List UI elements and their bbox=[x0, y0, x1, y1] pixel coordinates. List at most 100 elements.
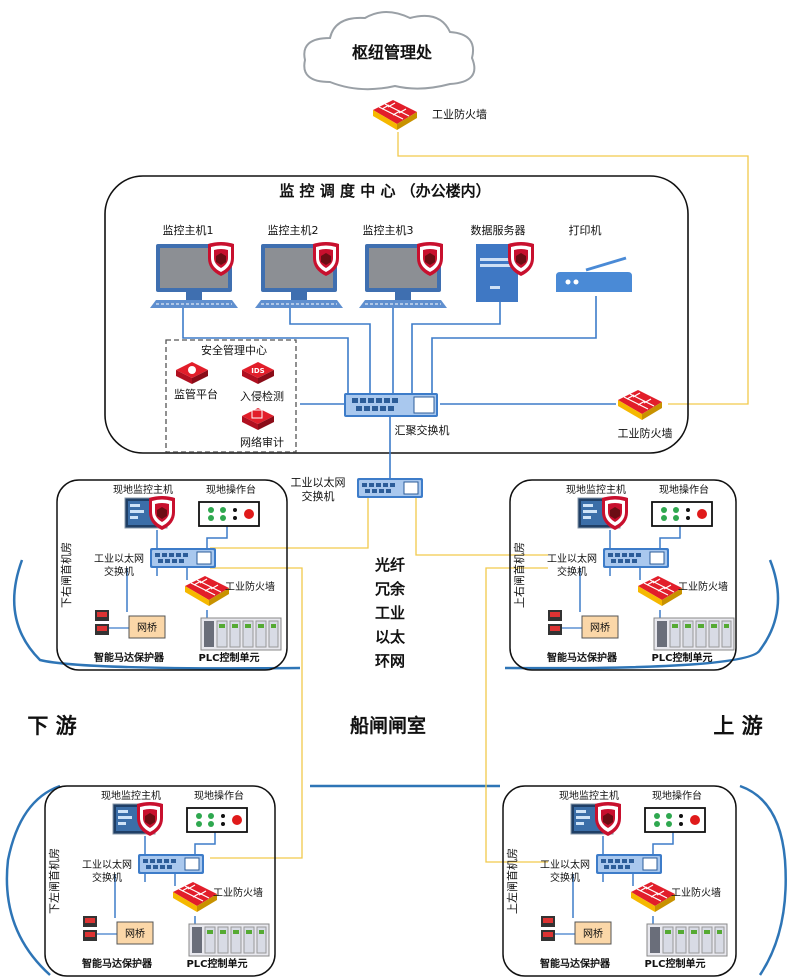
room-firewall-label: 工业防火墙 bbox=[671, 886, 721, 899]
room-plc-label: PLC控制单元 bbox=[198, 651, 259, 664]
intrusion-detection: IDS 入侵检测 bbox=[240, 362, 284, 403]
room-switch-label-2: 交换机 bbox=[550, 871, 580, 884]
room-monitor-host-label: 现地监控主机 bbox=[101, 789, 161, 802]
motor-protector-icon bbox=[548, 610, 562, 635]
bridge-box bbox=[128, 615, 166, 639]
aggregation-switch-label: 汇聚交换机 bbox=[395, 423, 450, 437]
ring-switch-label-1: 工业以太网 bbox=[291, 476, 346, 489]
bridge-box bbox=[574, 921, 612, 945]
bridge-label: 网桥 bbox=[125, 928, 145, 940]
room-network-lines bbox=[126, 524, 228, 618]
firewall-icon bbox=[184, 575, 230, 607]
ring-caption: 光纤 冗余 工业 以太 环网 bbox=[374, 556, 406, 670]
downstream-label: 下 游 bbox=[27, 714, 76, 738]
fiber-ring bbox=[5, 559, 787, 976]
security-center-title: 安全管理中心 bbox=[201, 343, 267, 357]
room-name: 上右闸首机房 bbox=[512, 542, 526, 608]
fiber-links bbox=[210, 132, 749, 863]
motor-protector-icon bbox=[541, 916, 555, 941]
ring-switch-label-2: 交换机 bbox=[302, 489, 335, 503]
switch-icon bbox=[595, 853, 663, 875]
room-plc-label: PLC控制单元 bbox=[644, 957, 705, 970]
room-name: 上左闸首机房 bbox=[505, 848, 519, 914]
bridge-label: 网桥 bbox=[583, 928, 603, 940]
room-switch-label-1: 工业以太网 bbox=[547, 552, 597, 565]
hq-title: 枢纽管理处 bbox=[352, 43, 433, 62]
room-name: 下右闸首机房 bbox=[59, 542, 73, 608]
firewall-icon bbox=[630, 881, 676, 913]
bridge-label: 网桥 bbox=[137, 622, 157, 634]
monitoring-center: 监 控 调 度 中 心 （办公楼内） 监控主机1 监控主机2 监控主机3 bbox=[104, 175, 689, 478]
ring-caption-line: 冗余 bbox=[375, 580, 406, 598]
ring-caption-line: 以太 bbox=[375, 628, 406, 646]
room-network-lines bbox=[572, 830, 674, 924]
room-name: 下左闸首机房 bbox=[47, 848, 61, 914]
ids-label: 入侵检测 bbox=[240, 389, 284, 403]
hq-cloud: 枢纽管理处 bbox=[303, 11, 476, 91]
ring-switch: 工业以太网 交换机 bbox=[291, 476, 424, 503]
platform-label: 监管平台 bbox=[174, 387, 218, 401]
room-motor-label: 智能马达保护器 bbox=[547, 651, 618, 664]
center-firewall-label: 工业防火墙 bbox=[618, 426, 673, 440]
audit-icon bbox=[242, 408, 274, 430]
motor-protector-icon bbox=[83, 916, 97, 941]
room-network-lines bbox=[579, 524, 681, 618]
room-motor-label: 智能马达保护器 bbox=[94, 651, 165, 664]
monitor-host-2: 监控主机2 bbox=[254, 223, 344, 309]
ring-caption-line: 环网 bbox=[375, 652, 405, 670]
room-operator-panel-label: 现地操作台 bbox=[194, 789, 244, 802]
room-network-lines bbox=[114, 830, 216, 924]
room-monitor-host-label: 现地监控主机 bbox=[113, 483, 173, 496]
room-plc-label: PLC控制单元 bbox=[651, 651, 712, 664]
security-management-center: 安全管理中心 监管平台 IDS 入侵检测 bbox=[165, 339, 297, 453]
data-server-label: 数据服务器 bbox=[471, 223, 526, 237]
upstream-label: 上 游 bbox=[713, 714, 762, 738]
operator-panel-icon bbox=[644, 807, 706, 833]
platform-icon bbox=[176, 362, 208, 384]
firewall-icon bbox=[637, 575, 683, 607]
top-firewall: 工业防火墙 bbox=[372, 99, 487, 131]
room-switch-label-2: 交换机 bbox=[92, 871, 122, 884]
motor-protector-icon bbox=[95, 610, 109, 635]
room-plc-label: PLC控制单元 bbox=[186, 957, 247, 970]
host-label: 监控主机2 bbox=[268, 223, 319, 237]
room-switch-label-2: 交换机 bbox=[104, 565, 134, 578]
switch-icon bbox=[344, 393, 438, 417]
plc-icon bbox=[646, 923, 728, 957]
host-label: 监控主机3 bbox=[363, 223, 414, 237]
printer-label: 打印机 bbox=[569, 223, 602, 237]
center-title: 监 控 调 度 中 心 （办公楼内） bbox=[279, 182, 490, 200]
firewall-icon bbox=[172, 881, 218, 913]
aggregation-switch: 汇聚交换机 bbox=[344, 393, 450, 437]
supervision-platform: 监管平台 bbox=[174, 362, 218, 401]
room-operator-panel-label: 现地操作台 bbox=[659, 483, 709, 496]
room-firewall-label: 工业防火墙 bbox=[225, 580, 275, 593]
room-operator-panel-label: 现地操作台 bbox=[652, 789, 702, 802]
operator-panel-icon bbox=[198, 501, 260, 527]
firewall-icon bbox=[372, 99, 418, 131]
ring-caption-line: 光纤 bbox=[374, 556, 405, 574]
room-monitor-host-label: 现地监控主机 bbox=[559, 789, 619, 802]
bridge-box bbox=[581, 615, 619, 639]
data-server: 数据服务器 bbox=[471, 223, 534, 302]
room-motor-label: 智能马达保护器 bbox=[82, 957, 153, 970]
firewall-icon bbox=[617, 389, 663, 421]
room-firewall-label: 工业防火墙 bbox=[213, 886, 263, 899]
ring-caption-line: 工业 bbox=[375, 604, 405, 622]
room-switch-label-2: 交换机 bbox=[557, 565, 587, 578]
operator-panel-icon bbox=[651, 501, 713, 527]
room-switch-label-1: 工业以太网 bbox=[82, 858, 132, 871]
switch-icon bbox=[356, 477, 424, 499]
network-audit: 网络审计 bbox=[240, 408, 284, 449]
room-operator-panel-label: 现地操作台 bbox=[206, 483, 256, 496]
switch-icon bbox=[137, 853, 205, 875]
switch-icon bbox=[602, 547, 670, 569]
lock-chamber-label: 船闸闸室 bbox=[350, 714, 426, 737]
plc-icon bbox=[653, 617, 735, 651]
ids-badge: IDS bbox=[251, 367, 264, 375]
